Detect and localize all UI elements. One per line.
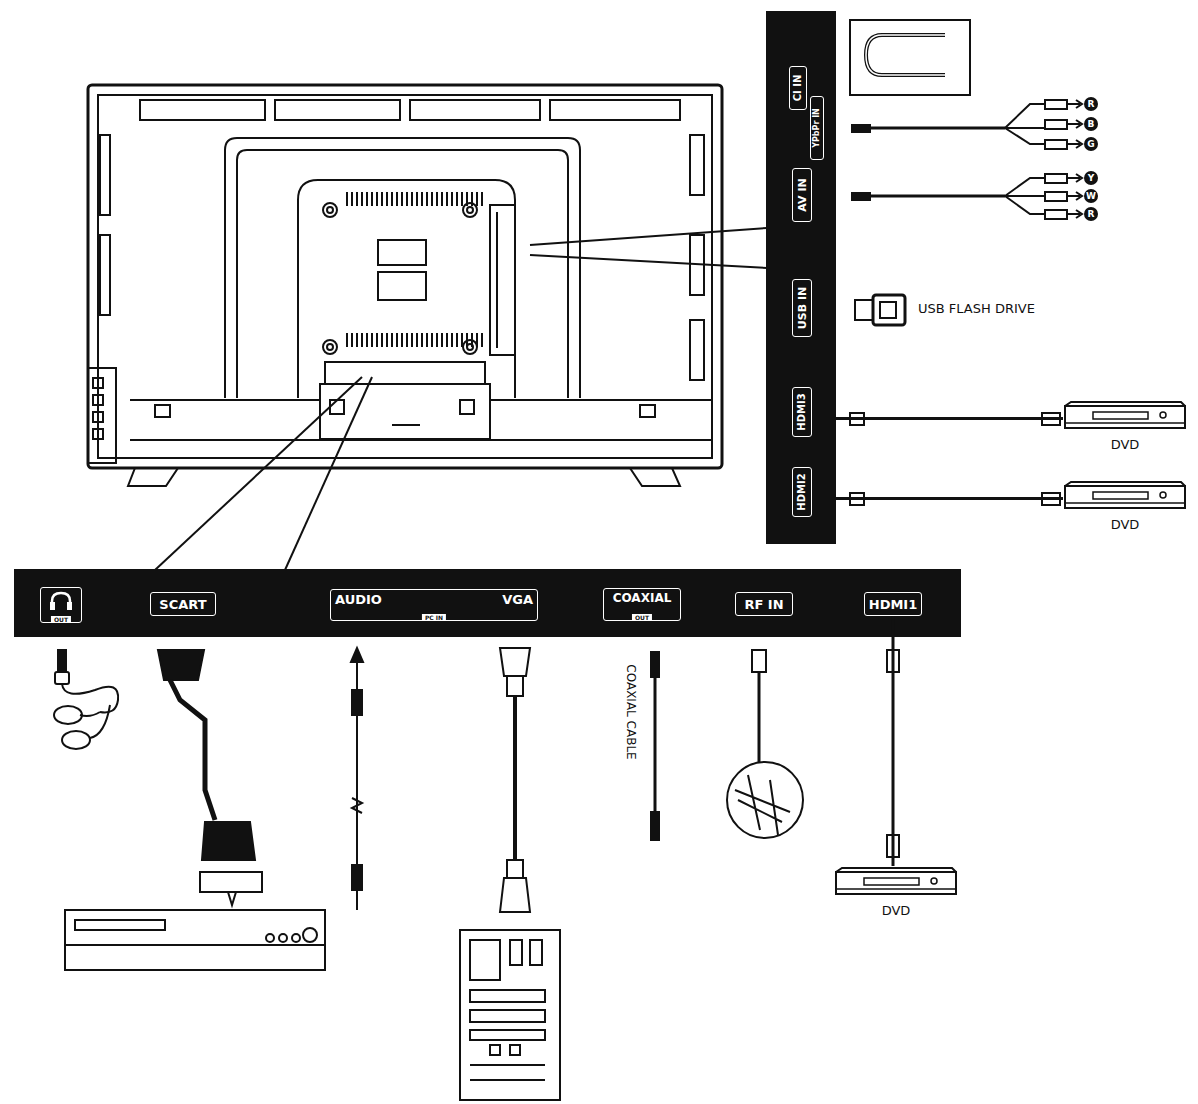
side-devices xyxy=(850,20,1082,505)
port-name: RF IN xyxy=(744,598,783,611)
port-subtitle: OUT xyxy=(51,616,71,623)
device-name: DVD xyxy=(834,904,958,917)
port-name: HDMI1 xyxy=(869,598,918,611)
bottom-port-panel xyxy=(15,570,960,636)
headphone-port-label: OUT xyxy=(40,587,82,623)
headphone-symbol xyxy=(46,590,76,612)
ci-port-label: CI IN xyxy=(789,66,807,110)
dvd-tray xyxy=(1093,492,1148,499)
dvd-top xyxy=(1065,482,1185,486)
rf-port-label: RF IN xyxy=(735,592,793,616)
dvd-button xyxy=(1160,492,1166,498)
device-caption: USB FLASH DRIVE xyxy=(918,301,1035,316)
dvd-player: DVD xyxy=(1063,480,1187,536)
dvd-body xyxy=(1065,406,1185,428)
coaxial-port-label: COAXIAL OUT xyxy=(603,588,681,621)
ypbpr-port-label: YPbPr IN xyxy=(810,96,824,160)
signal-letter: W xyxy=(1084,189,1098,203)
dvd-player: DVD xyxy=(1063,400,1187,456)
signal-letter: R xyxy=(1084,97,1098,111)
port-name: VGA xyxy=(502,593,533,607)
headphone-cup xyxy=(50,602,55,610)
dvd-top xyxy=(836,868,956,872)
dvd-button xyxy=(1160,412,1166,418)
scart-port-label: SCART xyxy=(150,592,216,616)
usb-port-label: USB IN xyxy=(792,279,812,337)
dvd-body xyxy=(1065,486,1185,508)
port-subtitle: PC IN xyxy=(422,614,446,621)
dvd-top xyxy=(1065,402,1185,406)
port-name: SCART xyxy=(159,598,206,611)
dvd-tray xyxy=(864,878,919,885)
device-name: DVD xyxy=(1063,438,1187,451)
dvd-body xyxy=(836,872,956,894)
dvd-player-symbol xyxy=(1063,480,1187,512)
port-name: YPbPr IN xyxy=(813,108,821,148)
port-name: HDMI2 xyxy=(797,473,807,510)
port-name: AV IN xyxy=(797,178,808,211)
device-name: DVD xyxy=(1063,518,1187,531)
av-port-label: AV IN xyxy=(792,168,812,222)
port-name: HDMI3 xyxy=(797,393,807,430)
hdmi-cable xyxy=(892,616,895,866)
leader-lines xyxy=(155,228,767,570)
port-name: AUDIO xyxy=(335,593,382,607)
dvd-line xyxy=(1065,502,1185,504)
hdmi-port-label: HDMI1 xyxy=(864,592,922,616)
signal-letter: G xyxy=(1084,137,1098,151)
dvd-player-symbol xyxy=(1063,400,1187,432)
port-name: USB IN xyxy=(797,287,808,329)
port-name: CI IN xyxy=(793,75,803,102)
hdmi-port-label: HDMI3 xyxy=(792,387,812,437)
dvd-button xyxy=(931,878,937,884)
port-subtitle: OUT xyxy=(632,614,652,621)
tv-back xyxy=(88,85,722,486)
hdmi-cable xyxy=(812,417,1063,420)
dvd-player: DVD xyxy=(834,866,958,922)
dvd-player-symbol xyxy=(834,866,958,898)
signal-letter: B xyxy=(1084,117,1098,131)
signal-letter: R xyxy=(1084,207,1098,221)
pc-in-port-label: AUDIO VGA PC IN xyxy=(330,589,538,621)
port-name: COAXIAL xyxy=(604,592,680,605)
hdmi-port-label: HDMI2 xyxy=(792,467,812,517)
dvd-line xyxy=(1065,422,1185,424)
device-caption: COAXIAL CABLE xyxy=(624,664,638,759)
signal-letter: Y xyxy=(1084,171,1098,185)
side-port-panel xyxy=(767,12,835,543)
dvd-line xyxy=(836,888,956,890)
headphone-cup xyxy=(67,602,72,610)
hdmi-cable xyxy=(812,497,1063,500)
bottom-devices xyxy=(54,648,899,1100)
dvd-tray xyxy=(1093,412,1148,419)
